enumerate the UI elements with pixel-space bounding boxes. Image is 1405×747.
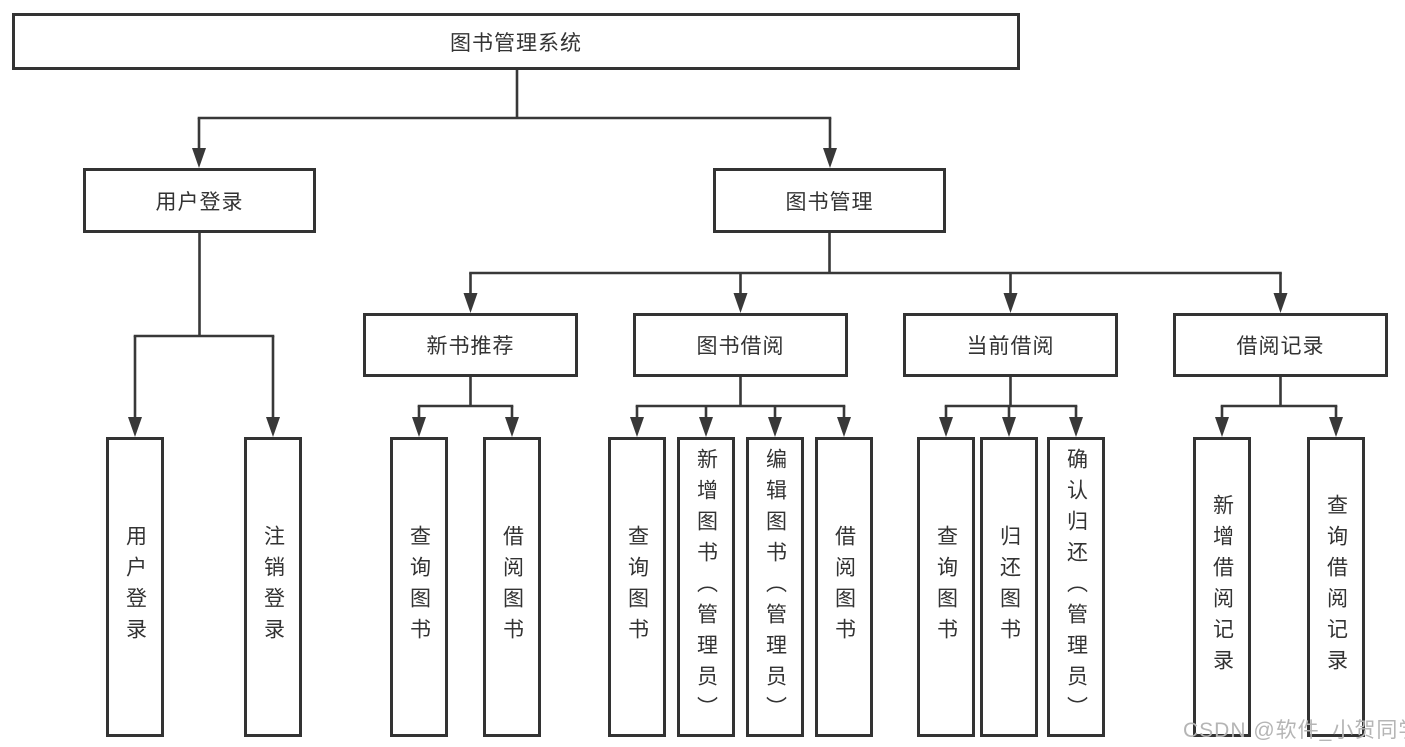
leaf-borrow-borrow-books: 借阅图书: [815, 437, 873, 737]
node-book-borrow: 图书借阅: [633, 313, 848, 377]
leaf-borrow-borrow-books-label: 借阅图书: [832, 525, 856, 649]
leaf-records-query-record: 查询借阅记录: [1307, 437, 1365, 737]
leaf-newbooks-query-books: 查询图书: [390, 437, 448, 737]
node-book-management-label: 图书管理: [785, 190, 874, 214]
node-current-borrow-label: 当前借阅: [966, 335, 1055, 358]
node-new-books-label: 新书推荐: [426, 335, 515, 358]
leaf-borrow-add-books-admin: 新增图书（管理员）: [677, 437, 735, 737]
leaf-borrow-add-books-admin-label: 新增图书（管理员）: [694, 447, 718, 727]
node-new-books: 新书推荐: [363, 313, 578, 377]
leaf-borrow-query-books: 查询图书: [608, 437, 666, 737]
leaf-borrow-query-books-label: 查询图书: [625, 525, 649, 649]
node-current-borrow: 当前借阅: [903, 313, 1118, 377]
leaf-records-query-record-label: 查询借阅记录: [1324, 494, 1348, 680]
node-book-management: 图书管理: [713, 168, 946, 233]
node-borrow-records-label: 借阅记录: [1236, 335, 1325, 358]
leaf-user-login: 用户登录: [106, 437, 164, 737]
leaf-borrow-edit-books-admin-label: 编辑图书（管理员）: [763, 447, 787, 727]
leaf-current-query-books-label: 查询图书: [934, 525, 958, 649]
leaf-borrow-edit-books-admin: 编辑图书（管理员）: [746, 437, 804, 737]
node-book-borrow-label: 图书借阅: [696, 335, 785, 358]
node-user-login-group: 用户登录: [83, 168, 316, 233]
leaf-user-login-label: 用户登录: [123, 525, 147, 649]
leaf-current-confirm-return-admin-label: 确认归还（管理员）: [1064, 447, 1088, 727]
node-user-login-group-label: 用户登录: [155, 190, 244, 214]
leaf-current-return-books-label: 归还图书: [997, 525, 1021, 649]
node-root: 图书管理系统: [12, 13, 1020, 70]
node-borrow-records: 借阅记录: [1173, 313, 1388, 377]
leaf-logout-label: 注销登录: [261, 525, 285, 649]
leaf-logout: 注销登录: [244, 437, 302, 737]
leaf-newbooks-borrow-books-label: 借阅图书: [500, 525, 524, 649]
node-root-label: 图书管理系统: [450, 31, 582, 55]
leaf-newbooks-query-books-label: 查询图书: [407, 525, 431, 649]
leaf-current-query-books: 查询图书: [917, 437, 975, 737]
leaf-records-add-record: 新增借阅记录: [1193, 437, 1251, 737]
leaf-newbooks-borrow-books: 借阅图书: [483, 437, 541, 737]
leaf-current-confirm-return-admin: 确认归还（管理员）: [1047, 437, 1105, 737]
csdn-watermark: CSDN @软件_小贺同学: [1183, 719, 1405, 742]
leaf-current-return-books: 归还图书: [980, 437, 1038, 737]
leaf-records-add-record-label: 新增借阅记录: [1210, 494, 1234, 680]
